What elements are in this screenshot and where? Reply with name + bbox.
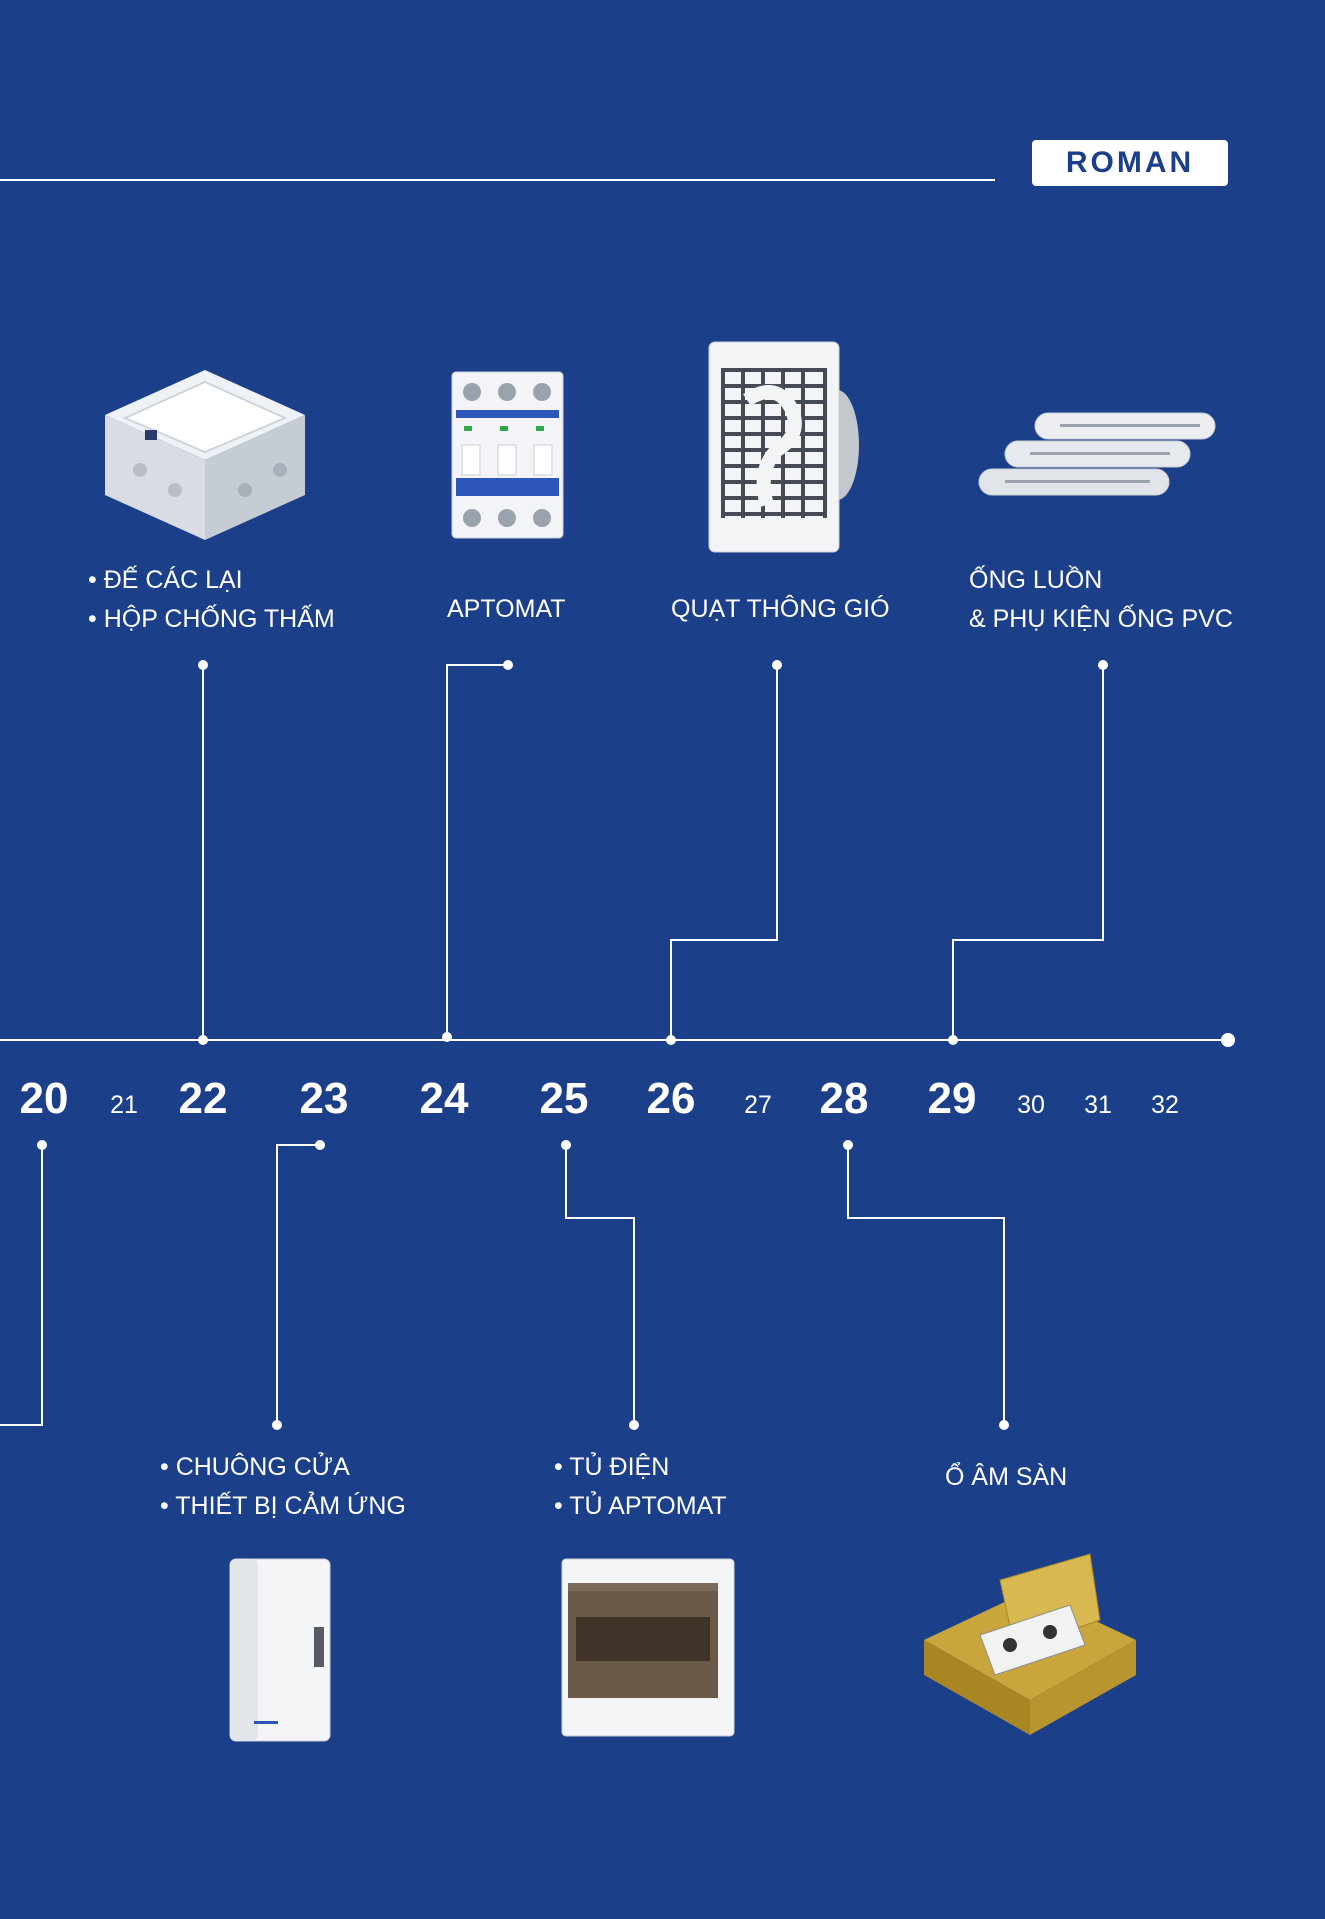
year-label-20: 20 xyxy=(19,1074,69,1123)
connector-26 xyxy=(670,665,778,1040)
year-label-22: 22 xyxy=(178,1074,228,1123)
year-label-31: 31 xyxy=(1084,1091,1112,1119)
dot xyxy=(999,1420,1009,1430)
year-label-26: 26 xyxy=(646,1074,696,1123)
label-top_products-0: • ĐẾ CÁC LẠI • HỘP CHỐNG THẤM xyxy=(88,561,335,639)
label-top_products-2: QUẠT THÔNG GIÓ xyxy=(671,590,890,629)
label-line: QUẠT THÔNG GIÓ xyxy=(671,595,890,623)
label-top_products-1: APTOMAT xyxy=(447,590,566,629)
dot xyxy=(843,1140,853,1150)
dot xyxy=(198,1035,208,1045)
year-label-28: 28 xyxy=(819,1074,869,1123)
dot xyxy=(198,660,208,670)
label-line: • ĐẾ CÁC LẠI xyxy=(88,566,243,594)
label-line: • CHUÔNG CỬA xyxy=(160,1453,350,1481)
floor-socket-icon xyxy=(924,1553,1136,1735)
year-label-25: 25 xyxy=(539,1074,589,1123)
year-label-27: 27 xyxy=(744,1091,772,1119)
connector-20 xyxy=(0,1145,43,1426)
label-bottom_products-2: Ổ ÂM SÀN xyxy=(945,1458,1067,1497)
ventilation-fan-icon xyxy=(708,341,859,553)
dot xyxy=(315,1140,325,1150)
dot xyxy=(272,1420,282,1430)
year-label-29: 29 xyxy=(927,1074,977,1123)
connector-28 xyxy=(847,1145,1005,1425)
dot xyxy=(948,1035,958,1045)
year-label-32: 32 xyxy=(1151,1091,1179,1119)
connector-29 xyxy=(952,665,1104,1040)
axis-end-dot xyxy=(1221,1033,1235,1047)
dot xyxy=(772,660,782,670)
dot xyxy=(666,1035,676,1045)
connector-25 xyxy=(565,1145,635,1425)
doorbell-icon xyxy=(229,1558,331,1742)
distribution-box-icon xyxy=(561,1558,735,1737)
label-line: • THIẾT BỊ CẢM ỨNG xyxy=(160,1492,406,1520)
pvc-conduit-pipes-icon xyxy=(978,412,1216,496)
label-bottom_products-1: • TỦ ĐIỆN • TỦ APTOMAT xyxy=(554,1448,727,1526)
label-line: APTOMAT xyxy=(447,595,566,623)
dot xyxy=(503,660,513,670)
dot xyxy=(442,1032,452,1042)
connector-24 xyxy=(446,664,508,1037)
connector-23 xyxy=(276,1144,320,1425)
roman-logo: ROMAN xyxy=(1032,140,1228,186)
label-bottom_products-0: • CHUÔNG CỬA • THIẾT BỊ CẢM ỨNG xyxy=(160,1448,406,1526)
dot xyxy=(1098,660,1108,670)
label-line: • TỦ APTOMAT xyxy=(554,1492,727,1520)
year-label-24: 24 xyxy=(419,1074,469,1123)
label-line: Ổ ÂM SÀN xyxy=(945,1463,1068,1491)
label-line: ỐNG LUỒN xyxy=(969,566,1103,594)
dot xyxy=(629,1420,639,1430)
dot xyxy=(37,1140,47,1150)
label-line: & PHỤ KIỆN ỐNG PVC xyxy=(969,605,1233,633)
label-top_products-3: ỐNG LUỒN & PHỤ KIỆN ỐNG PVC xyxy=(969,561,1233,639)
year-label-21: 21 xyxy=(110,1091,138,1119)
label-line: • HỘP CHỐNG THẤM xyxy=(88,605,335,633)
label-line: • TỦ ĐIỆN xyxy=(554,1453,670,1481)
junction-box-icon xyxy=(105,370,305,540)
circuit-breaker-icon xyxy=(451,371,564,539)
dot xyxy=(561,1140,571,1150)
year-label-23: 23 xyxy=(299,1074,349,1123)
year-label-30: 30 xyxy=(1017,1091,1045,1119)
